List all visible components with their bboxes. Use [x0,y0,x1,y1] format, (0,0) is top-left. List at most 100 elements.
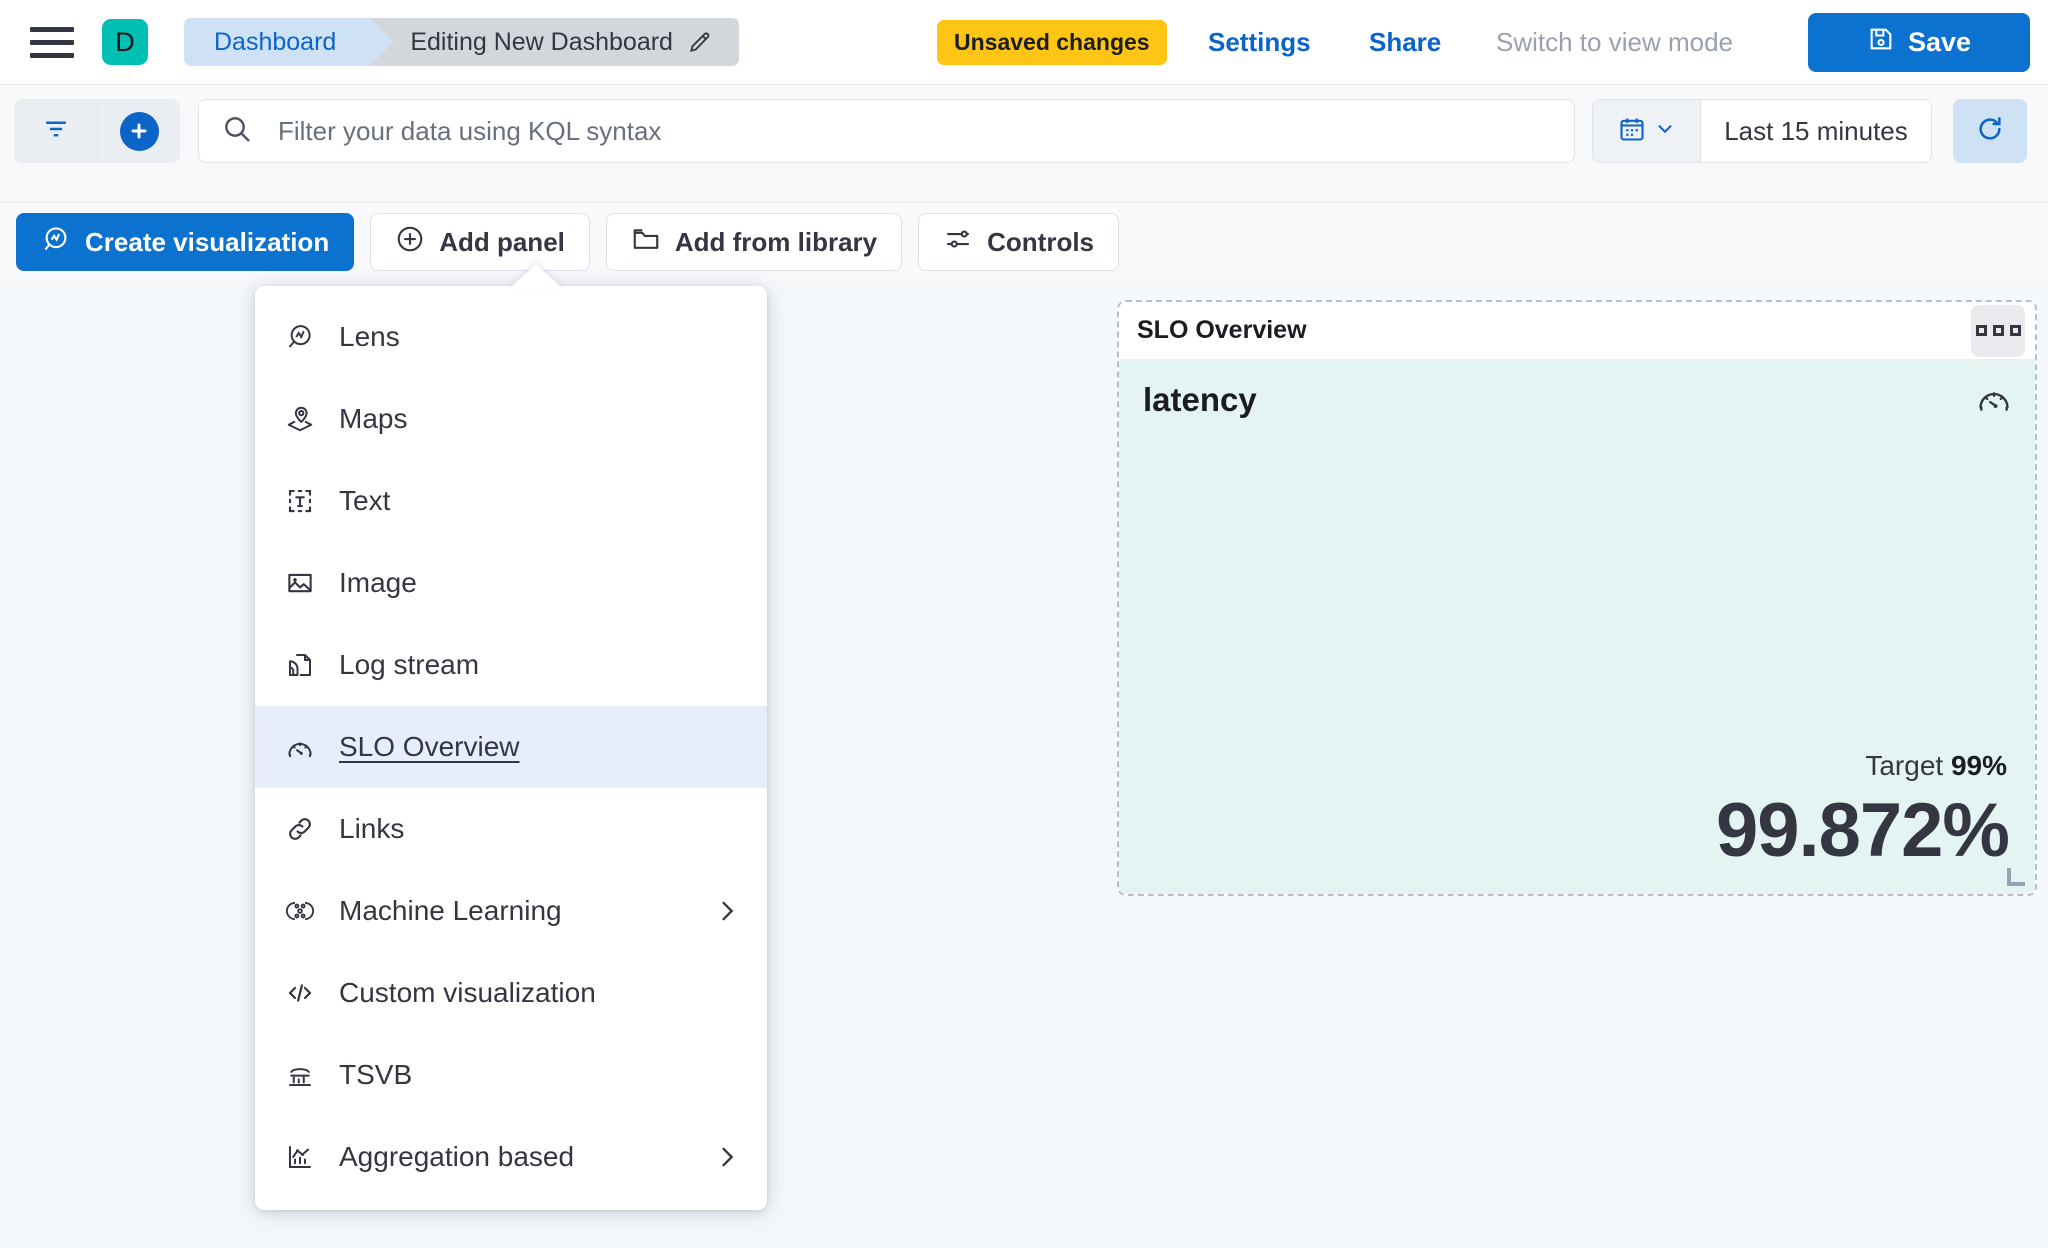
search-icon [221,113,253,150]
hamburger-bar [30,26,74,32]
agg-chart-icon [283,1142,317,1172]
menu-item-tsvb[interactable]: TSVB [255,1034,767,1116]
add-from-library-button[interactable]: Add from library [605,213,903,271]
image-icon [283,568,317,598]
resize-corner-icon[interactable] [2007,868,2025,886]
query-bar: Filter your data using KQL syntax Last 1… [0,85,2048,203]
menu-item-label: Maps [339,403,408,434]
chevron-right-icon [713,1143,741,1171]
square-glyph [1975,325,1987,336]
menu-item-aggregation-based[interactable]: Aggregation based [255,1116,767,1198]
menu-item-slo-overview[interactable]: SLO Overview [255,706,767,788]
controls-label: Controls [987,226,1095,257]
avatar[interactable]: D [102,19,148,65]
save-disk-icon [1867,25,1895,60]
refresh-icon [1974,113,2006,150]
refresh-button[interactable] [1953,99,2027,163]
slo-overview-panel[interactable]: SLO Overview latency Target 99% 99.872% [1117,300,2037,896]
search-input[interactable]: Filter your data using KQL syntax [198,99,1575,163]
controls-button[interactable]: Controls [918,213,1120,271]
menu-item-machine-learning[interactable]: Machine Learning [255,870,767,952]
menu-item-label: Aggregation based [339,1141,575,1172]
calendar-dropdown-button[interactable] [1593,100,1701,162]
menu-item-label: Links [339,813,405,844]
slo-metric-name: latency [1143,381,1257,418]
add-panel-button[interactable]: Add panel [370,213,590,271]
dropdown-arrow [510,264,562,288]
log-stream-icon [283,650,317,680]
pencil-icon[interactable] [687,29,713,55]
breadcrumb-item-dashboard[interactable]: Dashboard [184,18,394,66]
create-visualization-button[interactable]: Create visualization [16,213,355,271]
code-icon [283,978,317,1008]
dashboard-toolbar: Create visualization Add panel Add from … [0,203,2048,281]
breadcrumb-label: Dashboard [214,27,337,56]
menu-item-links[interactable]: Links [255,788,767,870]
lens-icon [283,322,317,352]
add-panel-menu: Lens Maps Text [255,286,767,1210]
breadcrumb-label: Editing New Dashboard [410,27,673,56]
menu-item-custom-visualization[interactable]: Custom visualization [255,952,767,1034]
hamburger-bar [30,39,74,45]
square-glyph [1992,325,2004,336]
plus-in-circle-icon [395,224,425,261]
square-glyph [2009,325,2021,336]
filter-controls-group [14,99,180,163]
menu-item-label: Image [339,567,417,598]
text-box-icon [283,486,317,516]
three-squares-icon[interactable] [1971,304,2025,357]
ml-icon [283,896,317,926]
gauge-icon [1975,379,2013,422]
chevron-down-icon [1654,118,1676,145]
share-link[interactable]: Share [1369,26,1442,57]
settings-link[interactable]: Settings [1208,26,1311,57]
menu-item-maps[interactable]: Maps [255,378,767,460]
panel-title: SLO Overview [1137,316,1307,344]
breadcrumb-item-editing[interactable]: Editing New Dashboard [369,18,739,66]
menu-item-label: SLO Overview [339,731,520,762]
add-from-library-label: Add from library [674,226,878,257]
slo-target-label: Target [1865,750,1944,781]
create-visualization-label: Create visualization [85,226,330,257]
avatar-letter: D [115,26,135,57]
controls-icon [943,224,973,261]
breadcrumb: Dashboard Editing New Dashboard [184,18,739,66]
panel-body: latency Target 99% 99.872% [1119,359,2035,894]
tsvb-icon [283,1060,317,1090]
plus-circle-icon [119,111,159,151]
menu-item-label: Machine Learning [339,895,562,926]
save-button-label: Save [1907,27,1972,57]
menu-item-lens[interactable]: Lens [255,296,767,378]
hamburger-icon[interactable] [30,24,74,60]
map-marker-icon [283,404,317,434]
filter-options-button[interactable] [14,99,97,163]
chevron-right-icon [713,897,741,925]
add-filter-button[interactable] [97,99,180,163]
menu-item-label: Custom visualization [339,977,596,1008]
menu-item-label: Text [339,485,391,516]
folder-icon [631,224,661,261]
save-button[interactable]: Save [1808,13,2030,72]
lens-icon [41,224,71,261]
link-icon [283,814,317,844]
filter-icon [41,114,71,149]
menu-item-image[interactable]: Image [255,542,767,624]
slo-sli-value: 99.872% [1715,788,2010,873]
date-range-picker[interactable]: Last 15 minutes [1592,99,1932,163]
time-range-label[interactable]: Last 15 minutes [1724,115,1908,146]
calendar-icon [1618,115,1646,148]
slo-target: Target 99% [1865,750,2007,782]
unsaved-changes-badge: Unsaved changes [937,19,1167,65]
menu-item-text[interactable]: Text [255,460,767,542]
gauge-icon [283,732,317,762]
menu-item-label: Lens [339,321,400,352]
menu-item-log-stream[interactable]: Log stream [255,624,767,706]
switch-to-view-mode-link[interactable]: Switch to view mode [1496,26,1733,57]
menu-item-label: Log stream [339,649,480,680]
panel-header: SLO Overview [1119,302,2035,359]
app-header: D Dashboard Editing New Dashboard Unsave… [0,0,2048,85]
slo-target-value: 99% [1950,750,2007,781]
hamburger-bar [30,52,74,58]
menu-item-label: TSVB [339,1059,413,1090]
add-panel-label: Add panel [439,226,565,257]
